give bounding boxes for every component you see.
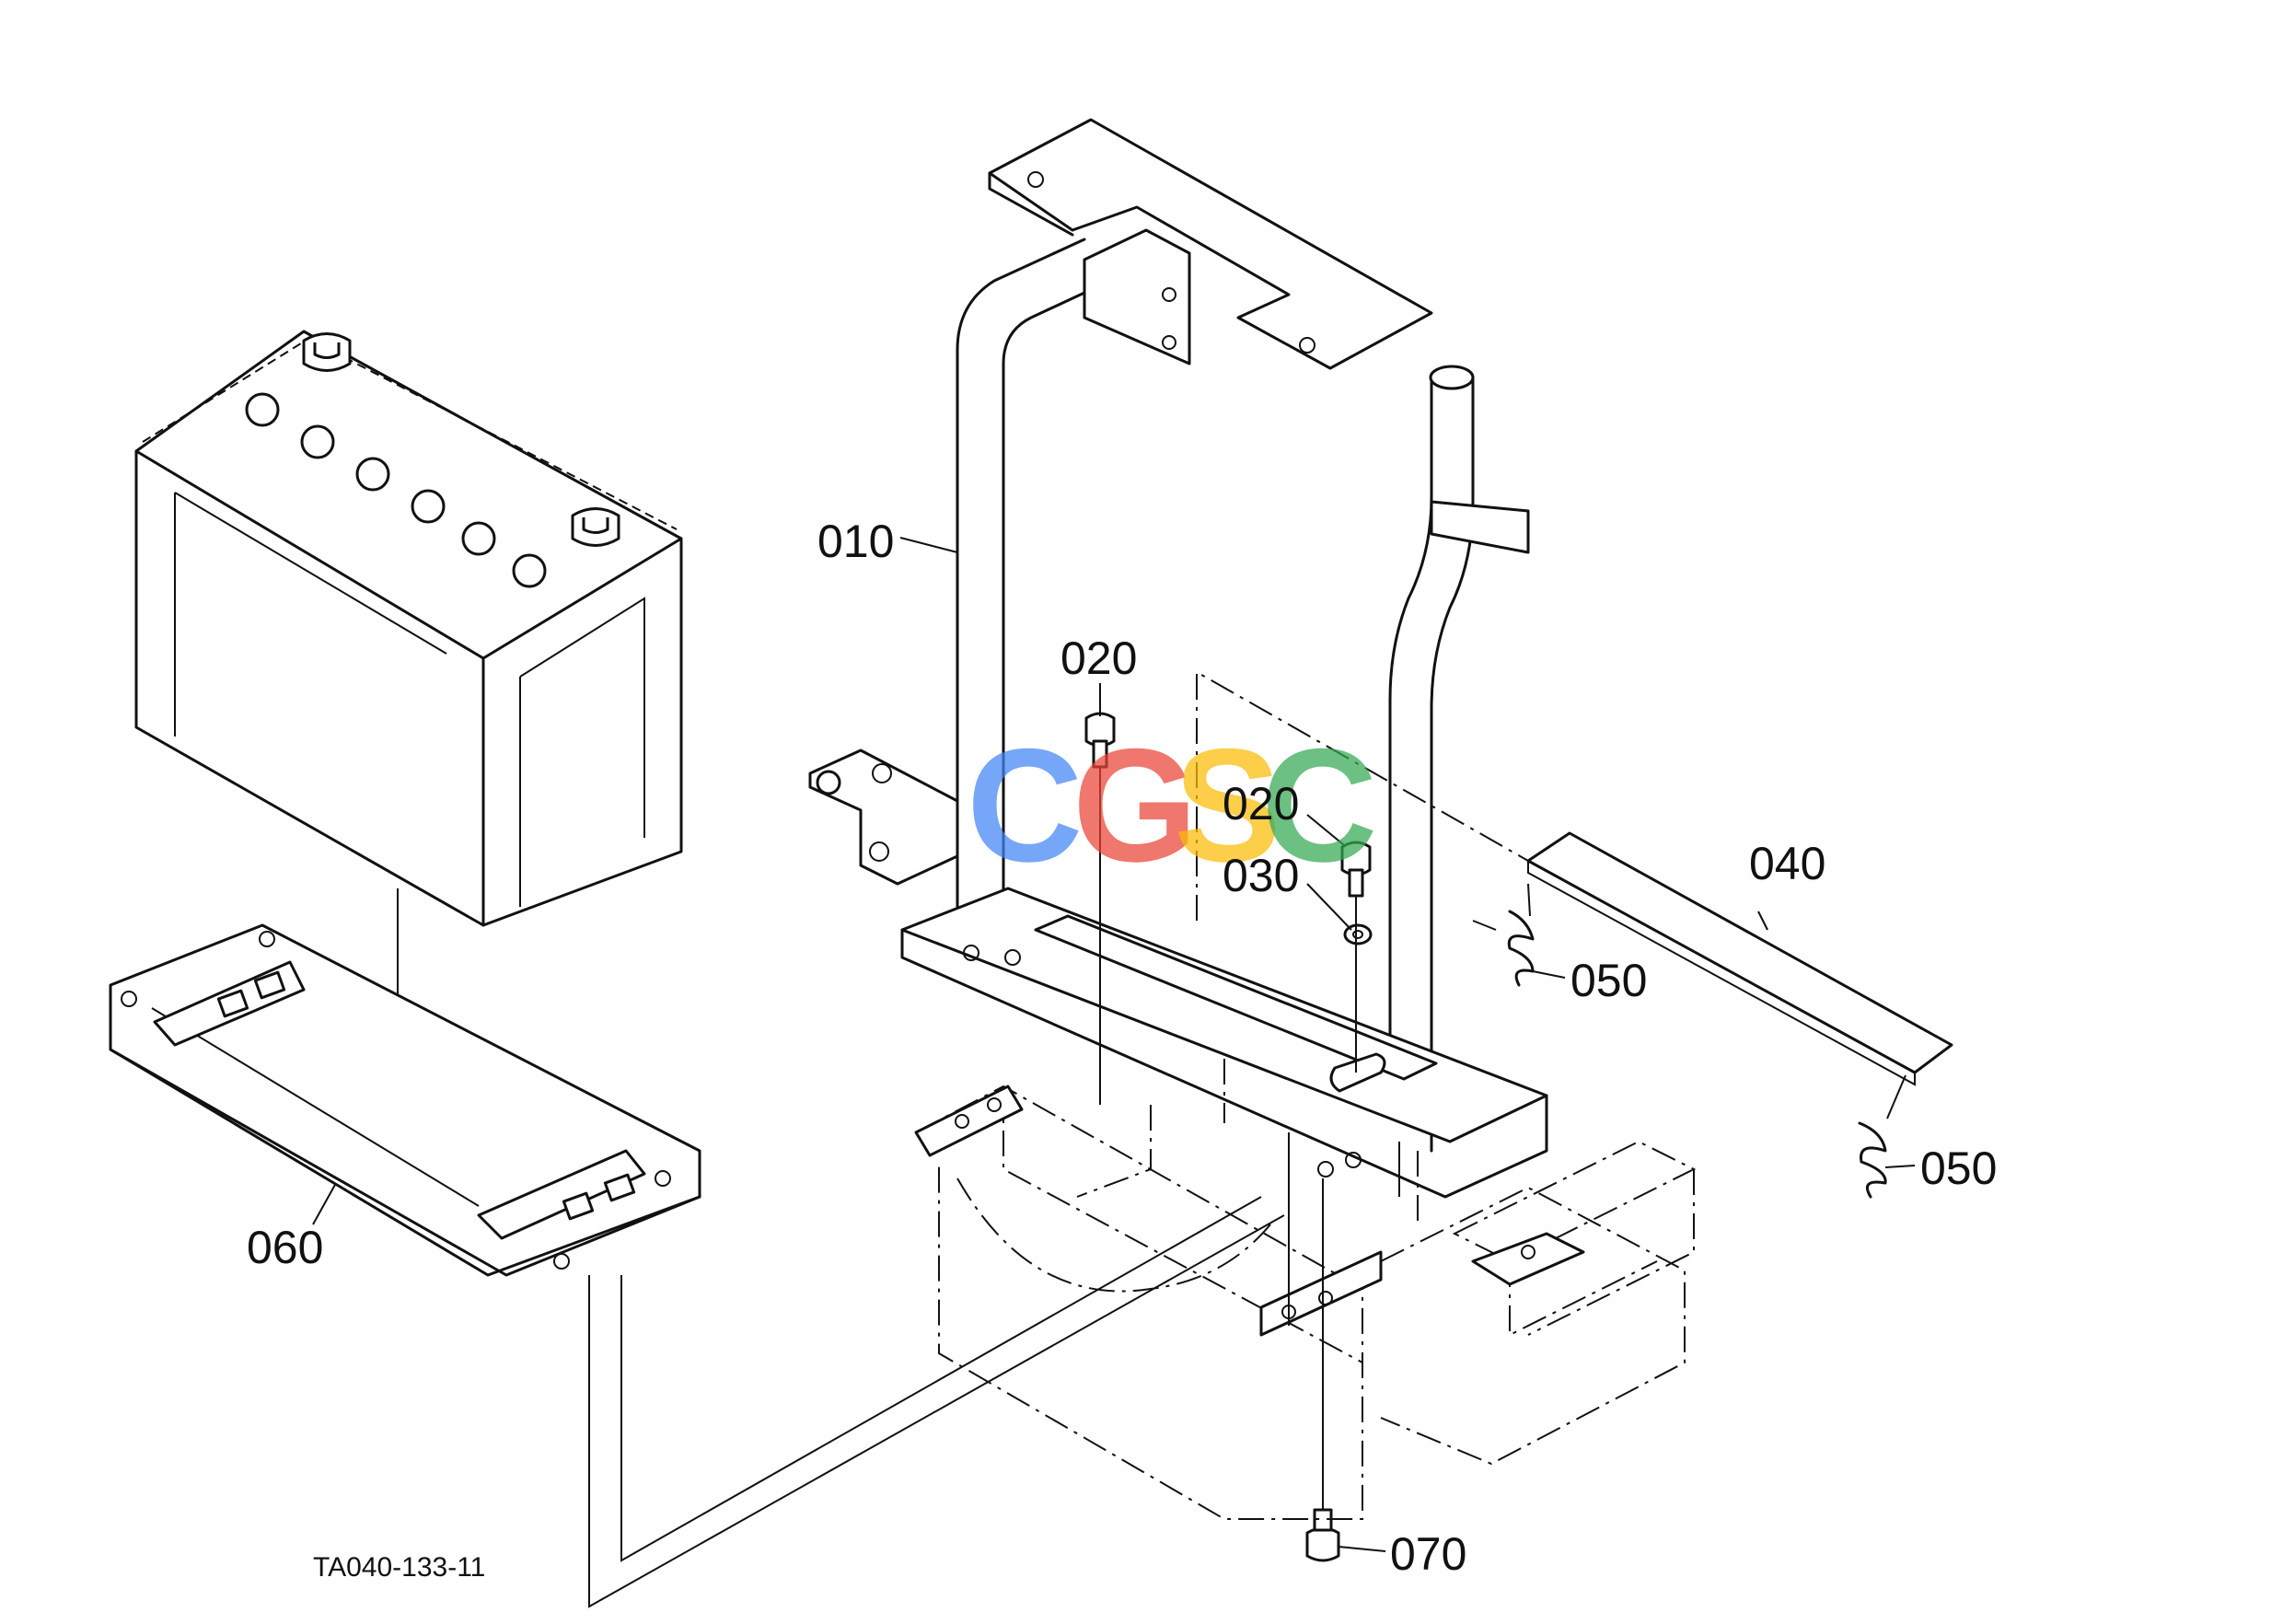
watermark: C G S C: [967, 716, 1377, 896]
callout-washer: 030: [1223, 850, 1299, 901]
watermark-letter-1: C: [967, 716, 1083, 896]
watermark-letter-3: S: [1174, 716, 1281, 896]
callout-spring-left: 050: [1570, 955, 1647, 1006]
leader-lines: [312, 537, 1916, 1552]
callout-spring-right: 050: [1920, 1143, 1997, 1194]
drawing-id: TA040-133-11: [313, 1552, 485, 1583]
bolt-lower: [1340, 841, 1372, 898]
callout-labels: 010 020 020 030 040 050 050 060 070 TA04…: [247, 516, 1997, 1583]
battery-tray: [109, 923, 701, 1277]
callout-frame: 010: [817, 516, 894, 567]
spring-right: [1858, 1074, 1906, 1199]
battery: [134, 330, 683, 927]
callout-nut: 070: [1390, 1528, 1466, 1580]
nut: [1305, 1508, 1340, 1562]
watermark-letter-4: C: [1261, 716, 1377, 896]
bolt-upper: [1084, 712, 1116, 769]
battery-frame: [808, 118, 1548, 1199]
callout-battery-tray: 060: [247, 1222, 323, 1273]
callout-bolt-lower: 020: [1223, 778, 1299, 829]
callout-bolt-upper: 020: [1060, 632, 1137, 684]
clamp-plate: [1526, 831, 1953, 1086]
watermark-letter-2: G: [1072, 716, 1198, 896]
spring-left: [1507, 883, 1535, 987]
machine-body: [914, 670, 1697, 1520]
assembly-lines: [588, 767, 1497, 1608]
callout-clamp-plate: 040: [1749, 838, 1825, 889]
